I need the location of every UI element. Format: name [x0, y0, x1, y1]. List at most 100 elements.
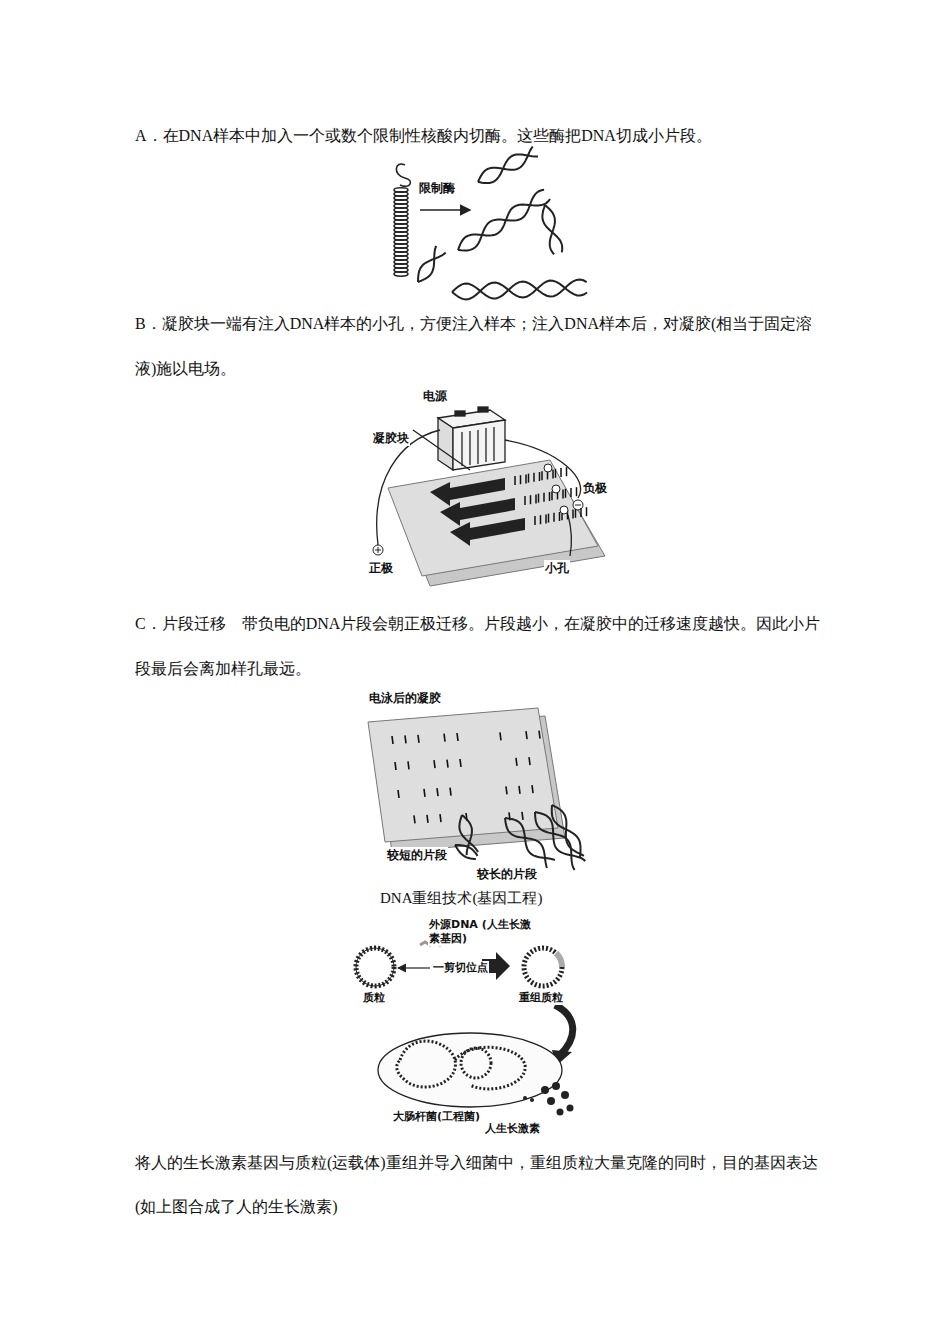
figure-label: 较短的片段 — [386, 847, 448, 863]
gel-lanes — [430, 464, 587, 546]
band — [405, 735, 406, 743]
cut-arrow — [420, 209, 470, 211]
dna-strand — [455, 845, 476, 859]
band — [529, 757, 530, 765]
band — [398, 790, 399, 798]
paragraph: B．凝胶块一端有注入DNA样本的小孔，方便注入样本；注入DNA样本后，对凝胶(相… — [135, 301, 830, 391]
figure-label: 负极 — [582, 480, 608, 496]
paragraph: C．片段迁移 带负电的DNA片段会朝正极迁移。片段越小，在凝胶中的迁移速度越快。… — [135, 601, 830, 691]
band — [444, 734, 445, 742]
migration-arrow — [430, 478, 505, 506]
figure-label: 人生长激素 — [484, 1122, 541, 1136]
coil-loop — [394, 272, 408, 276]
band — [551, 491, 553, 500]
plus-sign — [375, 547, 381, 553]
band — [543, 493, 545, 502]
figure-label: 电源 — [422, 388, 448, 404]
dna-strand — [418, 253, 446, 282]
figure-label: 限制酶 — [418, 180, 456, 196]
dna-fragments-sorted — [455, 805, 585, 870]
cut-site-pointer — [398, 967, 430, 968]
band — [555, 469, 557, 478]
band — [586, 507, 588, 516]
bacterium — [378, 1033, 562, 1107]
band — [553, 513, 555, 522]
gel-block — [388, 460, 605, 586]
band — [539, 731, 540, 739]
band — [506, 786, 507, 794]
band — [575, 509, 577, 518]
band — [562, 490, 564, 499]
band — [414, 815, 415, 823]
dna-strand — [545, 205, 555, 254]
band — [434, 760, 435, 768]
figure-label: 较长的片段 — [476, 866, 538, 882]
figure-label: 外源DNA (人生长激素基因) — [428, 918, 540, 946]
positive-terminal — [373, 545, 383, 555]
band — [549, 492, 551, 501]
paragraph: A．在DNA样本中加入一个或数个限制性核酸内切酶。这些酶把DNA切成小片段。 — [135, 114, 835, 158]
band — [526, 731, 527, 739]
dna-strand — [418, 246, 436, 282]
band — [450, 788, 451, 796]
chromosome-coil — [394, 164, 410, 276]
figure-label: 质粒 — [362, 991, 386, 1005]
section-heading: DNA重组技术(基因工程) — [380, 888, 543, 908]
dna-strand — [505, 818, 555, 860]
dna-strand — [478, 147, 533, 183]
migration-arrow — [440, 498, 515, 526]
figure-label: 一剪切位点 — [432, 961, 489, 975]
recombinant-plasmid — [524, 948, 562, 986]
band — [560, 468, 562, 477]
band — [530, 495, 532, 504]
band — [533, 473, 535, 482]
band — [427, 815, 428, 823]
band — [457, 733, 458, 741]
band — [570, 488, 572, 497]
band — [408, 761, 409, 769]
band — [532, 785, 533, 793]
wires — [377, 430, 581, 556]
band — [566, 467, 568, 476]
band — [437, 788, 438, 796]
band — [559, 512, 561, 521]
well — [552, 485, 560, 493]
paragraph: 将人的生长激素基因与质粒(运载体)重组并导入细菌中，重组质粒大量克隆的同时，目的… — [135, 1141, 835, 1229]
figure-label: 小孔 — [544, 560, 570, 576]
band — [552, 470, 554, 479]
band — [535, 494, 537, 503]
plasmid — [356, 948, 394, 986]
band — [424, 789, 425, 797]
figure-label: 电泳后的凝胶 — [368, 690, 442, 706]
band — [538, 494, 540, 503]
band — [565, 489, 567, 498]
band — [520, 475, 522, 484]
dna-strand — [452, 281, 587, 300]
transfer-arrow — [555, 1005, 573, 1055]
dna-strand — [458, 199, 550, 250]
band — [524, 496, 526, 505]
gel-bands — [392, 731, 540, 824]
band — [418, 735, 419, 743]
band — [440, 814, 441, 822]
minus-sign — [575, 505, 581, 506]
band — [572, 510, 574, 519]
dna-strand — [552, 805, 584, 856]
band — [392, 736, 393, 744]
band — [525, 474, 527, 483]
band — [528, 474, 530, 483]
band — [539, 472, 541, 481]
band — [576, 487, 578, 496]
dna-fragments — [418, 147, 587, 300]
band — [500, 732, 501, 740]
band — [540, 515, 542, 524]
bacterial-chromosome — [397, 1041, 525, 1089]
band — [522, 812, 523, 820]
dna-strand — [455, 845, 478, 856]
band — [534, 516, 536, 525]
band — [447, 760, 448, 768]
migration-arrow — [450, 518, 525, 546]
band — [516, 758, 517, 766]
band — [460, 759, 461, 767]
